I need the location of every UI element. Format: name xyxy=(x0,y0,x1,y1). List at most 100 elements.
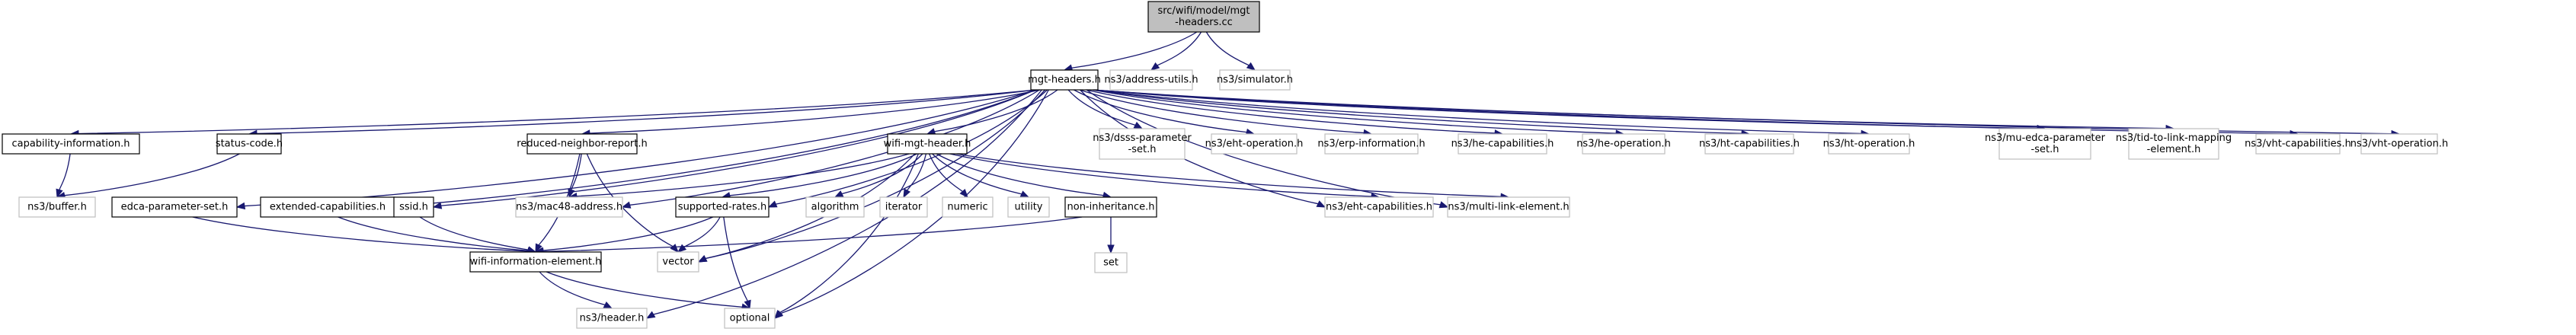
node-label: -headers.cc xyxy=(1175,17,1233,28)
node-label: capability-information.h xyxy=(11,139,130,150)
node-box xyxy=(576,308,648,329)
arrowhead-icon xyxy=(621,201,632,209)
edge-line xyxy=(1205,31,1250,66)
node-box xyxy=(657,251,699,273)
edge-line xyxy=(779,153,919,314)
node-box xyxy=(1099,128,1186,160)
edge-line xyxy=(546,271,743,308)
arrowhead-icon xyxy=(774,309,783,320)
node-box xyxy=(1704,133,1794,155)
node-simulator: ns3/simulator.h xyxy=(1217,69,1293,91)
arrowhead-icon xyxy=(1107,244,1115,254)
node-label: vector xyxy=(662,257,694,268)
node-box xyxy=(515,196,623,218)
node-box xyxy=(1458,133,1547,155)
node-box xyxy=(1109,69,1193,91)
node-box xyxy=(1828,133,1910,155)
node-vht-operation: ns3/vht-operation.h xyxy=(2350,133,2448,155)
node-label: supported-rates.h xyxy=(678,202,766,213)
edge-line xyxy=(723,216,748,302)
node-ssid[interactable]: ssid.h xyxy=(393,196,434,218)
edge-supported-rates-to-wifi-information-element xyxy=(534,216,714,254)
node-box xyxy=(724,308,776,329)
arrowhead-icon xyxy=(235,202,246,210)
edge-wifi-mgt-header-to-optional xyxy=(774,153,919,320)
node-wifi-information-element[interactable]: wifi-information-element.h xyxy=(469,251,602,273)
edge-line xyxy=(1093,89,1862,135)
edge-line xyxy=(78,89,1036,135)
edge-line xyxy=(729,153,917,196)
arrowhead-icon xyxy=(1438,201,1449,209)
node-box xyxy=(805,196,865,218)
arrowhead-icon xyxy=(1316,200,1326,208)
node-box xyxy=(1030,69,1099,91)
node-label: ssid.h xyxy=(399,202,428,213)
edge-line xyxy=(192,216,529,252)
node-label: numeric xyxy=(947,202,987,213)
node-box xyxy=(1582,133,1666,155)
node-label: set xyxy=(1103,257,1118,269)
edge-root-to-simulator xyxy=(1205,31,1256,71)
node-box xyxy=(18,196,96,218)
edge-root-to-mgt-headers-h xyxy=(1063,31,1198,72)
node-label: ns3/vht-operation.h xyxy=(2350,139,2448,150)
edge-capability-information-to-buffer xyxy=(56,153,71,199)
node-eht-operation: ns3/eht-operation.h xyxy=(1205,133,1303,155)
edge-line xyxy=(949,153,1372,197)
node-edca-parameter-set[interactable]: edca-parameter-set.h xyxy=(111,196,238,218)
node-box xyxy=(111,196,238,218)
node-reduced-neighbor-report[interactable]: reduced-neighbor-report.h xyxy=(517,133,648,155)
edge-line xyxy=(907,153,927,191)
edge-mgt-headers-h-to-ssid xyxy=(432,89,1036,209)
node-box xyxy=(526,133,638,155)
edge-line xyxy=(1080,89,1319,205)
node-label: ns3/eht-capabilities.h xyxy=(1326,202,1432,213)
edge-line xyxy=(419,216,529,250)
node-label: -set.h xyxy=(1128,144,1157,155)
node-box xyxy=(887,133,968,155)
node-label: ns3/mu-edca-parameter xyxy=(1985,132,2106,144)
edge-mgt-headers-h-to-eht-capabilities xyxy=(1080,89,1326,208)
node-capability-information[interactable]: capability-information.h xyxy=(2,133,140,155)
node-he-operation: ns3/he-operation.h xyxy=(1576,133,1671,155)
node-label: -set.h xyxy=(2031,144,2059,155)
node-box xyxy=(1324,133,1419,155)
arrowhead-icon xyxy=(959,188,968,199)
node-box xyxy=(675,196,770,218)
node-non-inheritance[interactable]: non-inheritance.h xyxy=(1064,196,1157,218)
edge-line xyxy=(64,153,240,196)
node-box xyxy=(216,133,282,155)
arrowhead-icon xyxy=(1133,121,1144,129)
edge-status-code-to-buffer xyxy=(56,153,240,199)
node-mgt-headers-h[interactable]: mgt-headers.h xyxy=(1028,69,1101,91)
nodes-layer: src/wifi/model/mgt-headers.ccmgt-headers… xyxy=(2,1,2448,329)
edge-line xyxy=(542,216,714,251)
node-label: algorithm xyxy=(811,202,859,213)
node-label: iterator xyxy=(885,202,923,213)
edge-line xyxy=(576,153,910,197)
node-extended-capabilities[interactable]: extended-capabilities.h xyxy=(260,196,395,218)
node-box xyxy=(393,196,434,218)
edge-line xyxy=(256,89,1036,135)
node-eht-capabilities: ns3/eht-capabilities.h xyxy=(1324,196,1434,218)
node-box xyxy=(1447,196,1570,218)
edge-mgt-headers-h-to-header xyxy=(645,89,1042,319)
node-set: set xyxy=(1094,252,1128,273)
edge-root-to-address-utils xyxy=(1150,31,1202,71)
edge-wifi-mgt-header-to-numeric xyxy=(929,153,968,199)
node-box xyxy=(1007,196,1050,218)
edge-line xyxy=(402,89,1036,206)
node-label: utility xyxy=(1015,202,1043,213)
node-supported-rates[interactable]: supported-rates.h xyxy=(675,196,770,218)
node-wifi-mgt-header[interactable]: wifi-mgt-header.h xyxy=(884,133,971,155)
node-label: ns3/tid-to-link-mapping xyxy=(2116,132,2232,144)
edge-ssid-to-wifi-information-element xyxy=(419,216,537,254)
node-box xyxy=(2255,133,2341,155)
node-status-code[interactable]: status-code.h xyxy=(216,133,283,155)
edge-line xyxy=(589,89,1041,134)
edge-wifi-mgt-header-to-iterator xyxy=(903,153,927,199)
node-box xyxy=(1094,252,1128,273)
node-vht-capabilities: ns3/vht-capabilities.h xyxy=(2245,133,2351,155)
node-tid-to-link-mapping: ns3/tid-to-link-mapping-element.h xyxy=(2116,128,2232,160)
